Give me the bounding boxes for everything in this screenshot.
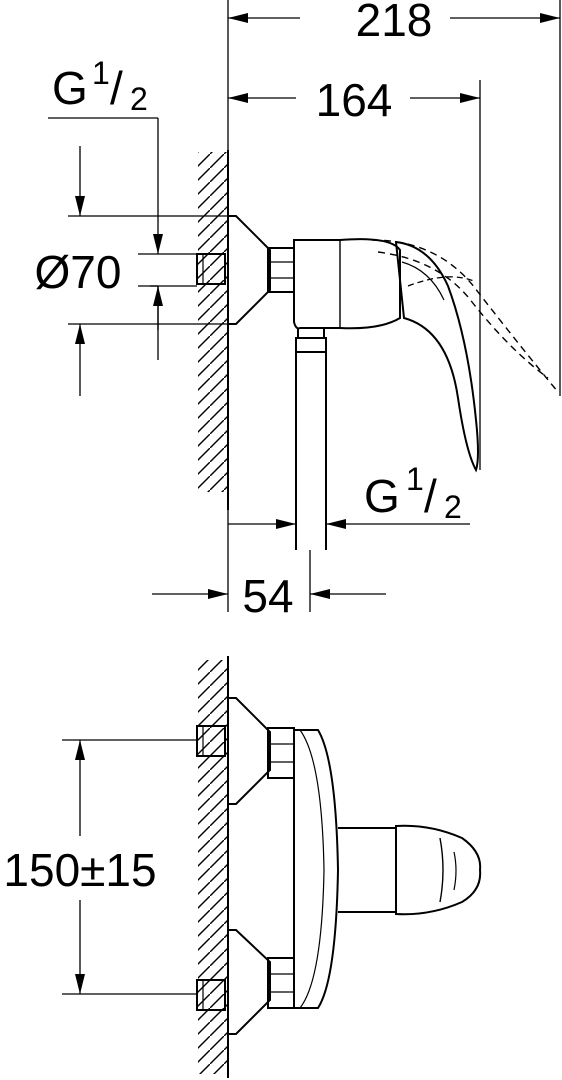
wall-hatch-top [198,152,228,492]
thread-inlet-label: G 1 / 2 [52,55,148,117]
inlet-nut-lower [196,979,226,1011]
svg-text:1: 1 [406,461,424,497]
lever-handle-top [394,240,479,473]
outlet-connector-top [295,337,327,353]
inlet-nut-top [196,253,226,285]
dimension-diameter-70-label: Ø70 [35,246,122,298]
side-view [196,150,559,550]
svg-text:2: 2 [130,81,148,117]
dimension-164-label: 164 [316,74,393,126]
dimension-218-label: 218 [356,0,433,46]
mixer-body-front [293,729,340,1009]
dimension-150-label: 150±15 [3,844,156,896]
lever-swing-dashed [371,239,559,393]
svg-text:G: G [364,470,400,522]
svg-text:/: / [110,62,123,114]
svg-text:G: G [52,62,88,114]
svg-text:2: 2 [444,489,462,525]
handle-stem-front [338,827,397,913]
hex-nut-lower [267,957,295,1009]
dimension-lines-bottom [62,739,197,995]
hex-nut-upper [267,727,295,779]
svg-text:/: / [424,470,437,522]
svg-text:1: 1 [92,55,110,91]
dimension-54-label: 54 [242,570,293,622]
wall-hatch-bottom [198,660,228,1074]
thread-outlet-label: G 1 / 2 [364,461,462,525]
dimension-lines-top [48,0,561,612]
rosette-upper [228,697,271,805]
hex-nut-top [267,247,295,293]
lever-front [395,824,482,916]
inlet-nut-upper [196,725,226,757]
front-view [196,656,482,1078]
rosette-lower [228,929,271,1035]
rosette-top [228,215,271,325]
